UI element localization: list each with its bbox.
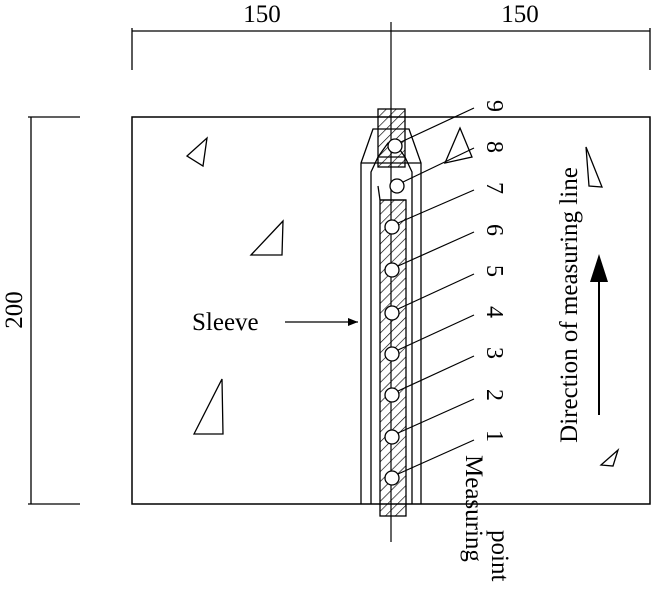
measuring-point-label-6: 6 [481, 224, 507, 236]
measuring-point-label-2: 2 [481, 389, 507, 401]
aggregate-triangles [185, 126, 620, 467]
aggregate-triangle [599, 447, 620, 467]
measuring-point-5 [384, 305, 400, 321]
dimension-left-width: 150 [243, 1, 281, 28]
measuring-point-4 [384, 346, 400, 362]
direction-arrow-head [590, 254, 608, 282]
measuring-point-label-5: 5 [481, 265, 507, 277]
dimension-height: 200 [1, 291, 28, 329]
direction-label: Direction of measuring line [556, 167, 583, 443]
measuring-point-label-8: 8 [481, 141, 507, 153]
measuring-point-label-7: 7 [481, 182, 507, 194]
direction-arrow [590, 254, 608, 415]
aggregate-triangle [443, 126, 473, 164]
measuring-point-1 [384, 470, 400, 486]
sleeve-label: Sleeve [192, 309, 259, 336]
measuring-point-circles [384, 138, 405, 486]
measuring-point-9 [387, 138, 403, 154]
measuring-point-6 [384, 262, 400, 278]
measuring-point-label-line1: Measuring [460, 455, 487, 562]
aggregate-triangle [585, 146, 603, 188]
measuring-point-2 [384, 429, 400, 445]
aggregate-triangle [249, 219, 284, 256]
aggregate-triangle [185, 136, 208, 168]
dimension-right-width: 150 [501, 1, 539, 28]
rebar-upper [377, 108, 406, 168]
measuring-point-label-line2: point [486, 530, 513, 581]
measuring-point-label-3: 3 [481, 347, 507, 359]
measuring-point-3 [384, 387, 400, 403]
measuring-point-leaders [397, 107, 475, 475]
measuring-point-label-1: 1 [481, 430, 507, 442]
measuring-point-label-4: 4 [481, 306, 507, 318]
aggregate-triangle [192, 378, 224, 435]
left-dimension [28, 116, 80, 505]
measuring-point-7 [384, 219, 400, 235]
measuring-point-label-9: 9 [481, 100, 507, 112]
measuring-point-numbers: 1 2 3 4 5 6 7 8 9 [481, 100, 507, 442]
measuring-point-8 [389, 178, 405, 194]
